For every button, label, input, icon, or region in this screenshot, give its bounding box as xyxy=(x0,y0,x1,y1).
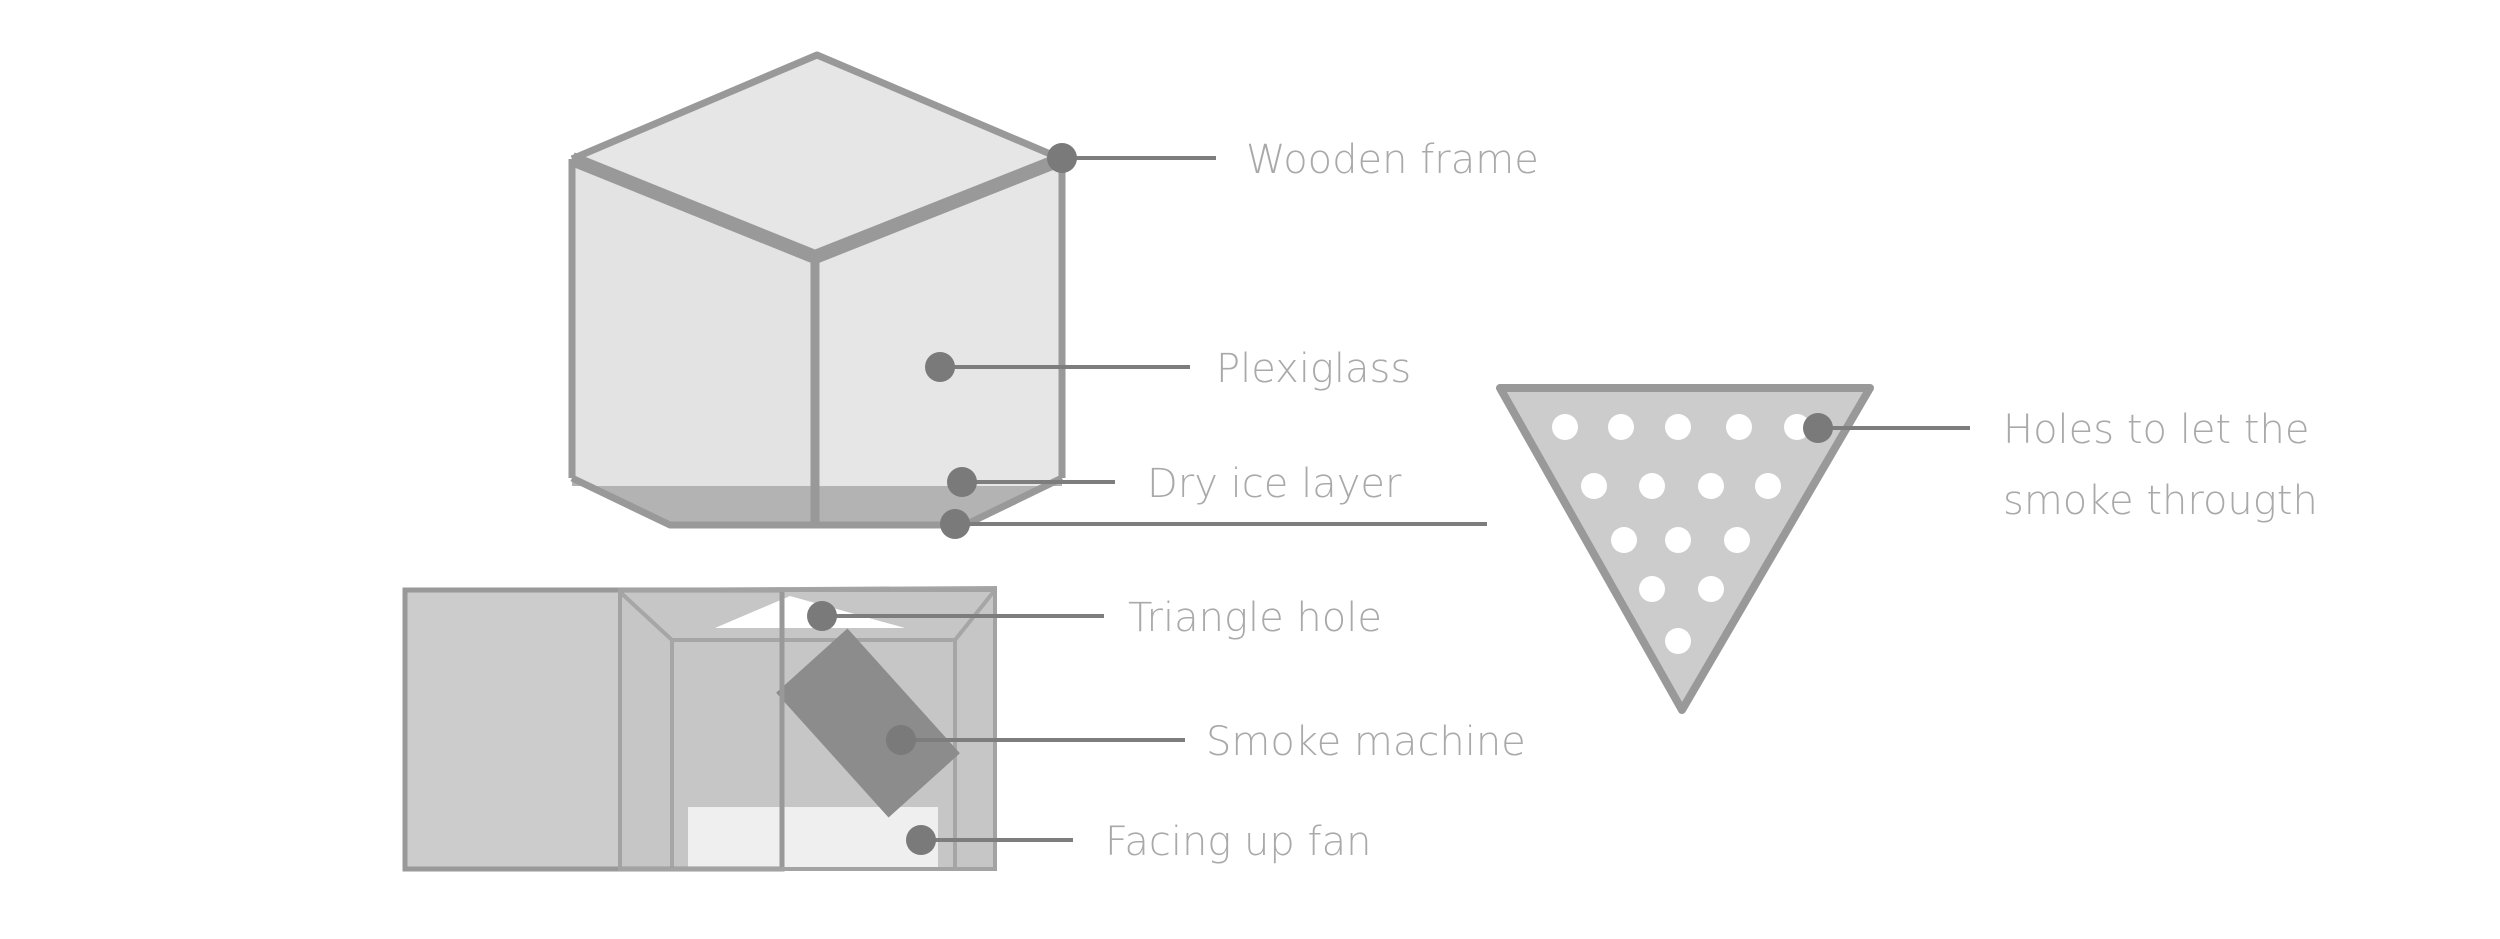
callout-holes: Holes to let the smoke througth xyxy=(1803,407,2318,524)
callout-triangle-hole: Triangle hole xyxy=(807,595,1382,641)
callout-triangle-link xyxy=(940,509,1487,539)
smoke-machine-body xyxy=(776,628,960,818)
smoke-hole xyxy=(1665,628,1691,654)
callout-plexiglass: Plexiglass xyxy=(925,346,1411,392)
fan-body xyxy=(688,807,938,867)
smoke-hole xyxy=(1552,414,1578,440)
callout-wooden-frame: Wooden frame xyxy=(1047,137,1539,183)
callout-smoke-machine: Smoke machine xyxy=(886,719,1526,765)
label-holes-line1: Holes to let the xyxy=(2003,407,2309,453)
smoke-hole xyxy=(1724,527,1750,553)
smoke-hole xyxy=(1784,414,1810,440)
smoke-holes xyxy=(1552,414,1810,654)
smoke-machine-box xyxy=(402,585,997,872)
label-dry-ice-layer: Dry ice layer xyxy=(1147,461,1402,507)
label-wooden-frame: Wooden frame xyxy=(1246,137,1539,183)
cube-right-face xyxy=(815,159,1062,525)
smoke-hole xyxy=(1698,473,1724,499)
label-smoke-machine: Smoke machine xyxy=(1206,719,1526,765)
label-plexiglass: Plexiglass xyxy=(1216,346,1411,392)
label-triangle-hole: Triangle hole xyxy=(1128,595,1382,641)
smoke-hole xyxy=(1639,576,1665,602)
smoke-hole xyxy=(1639,473,1665,499)
smoke-hole xyxy=(1611,527,1637,553)
smoke-hole xyxy=(1698,576,1724,602)
smoke-hole xyxy=(1581,473,1607,499)
smoke-hole xyxy=(1665,414,1691,440)
cube-left-face xyxy=(572,159,815,525)
perforated-triangle-plate xyxy=(1496,384,1874,714)
label-facing-up-fan: Facing up fan xyxy=(1105,819,1371,865)
smoke-hole xyxy=(1726,414,1752,440)
wooden-frame xyxy=(568,51,1066,529)
plexiglass-cube xyxy=(568,51,1066,529)
smoke-hole xyxy=(1665,527,1691,553)
callout-dry-ice-layer: Dry ice layer xyxy=(947,461,1402,507)
smoke-hole xyxy=(1608,414,1634,440)
smoke-hole xyxy=(1755,473,1781,499)
label-holes-line2: smoke througth xyxy=(2003,478,2318,524)
callout-facing-up-fan: Facing up fan xyxy=(906,819,1371,865)
